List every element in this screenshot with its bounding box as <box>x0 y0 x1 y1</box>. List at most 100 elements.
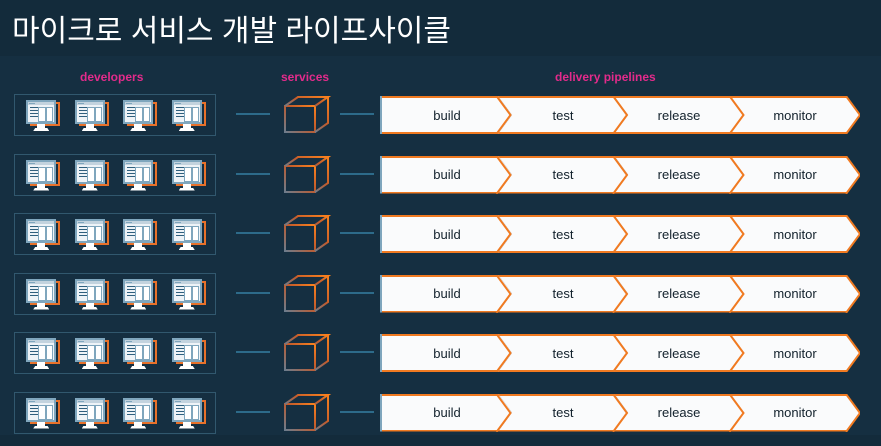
pipeline-stage-test[interactable]: test <box>498 394 628 432</box>
monitor-icon[interactable] <box>170 218 208 252</box>
pipeline-stage-test[interactable]: test <box>498 96 628 134</box>
monitor-stand-neck <box>85 183 94 188</box>
monitor-stand-neck <box>134 124 143 128</box>
monitor-icon[interactable] <box>170 337 208 371</box>
monitor-icon[interactable] <box>121 397 159 431</box>
connector-line-service-to-pipeline <box>340 410 374 413</box>
pipeline-stage-release[interactable]: release <box>614 394 744 432</box>
monitor-titlebar-dots <box>126 162 133 164</box>
monitor-icon[interactable] <box>121 159 159 193</box>
monitor-stand-base <box>178 187 195 191</box>
cube-icon[interactable] <box>282 95 334 135</box>
monitor-stand-base <box>81 128 98 131</box>
pipeline-stage-release[interactable]: release <box>614 215 744 253</box>
monitor-icon[interactable] <box>24 337 62 371</box>
monitor-panel-b <box>143 166 151 182</box>
monitor-titlebar <box>125 340 152 343</box>
pipeline-stage-monitor[interactable]: monitor <box>730 156 860 194</box>
stage-edge-bottom <box>730 251 860 253</box>
monitor-icon[interactable] <box>73 218 111 252</box>
pipeline-stage-monitor[interactable]: monitor <box>730 96 860 134</box>
monitor-stand-neck <box>134 421 143 426</box>
pipeline-stage-release[interactable]: release <box>614 334 744 372</box>
pipeline-stage-release[interactable]: release <box>614 156 744 194</box>
pipeline-stage-release[interactable]: release <box>614 275 744 313</box>
monitor-icon[interactable] <box>121 278 159 312</box>
developer-group-box[interactable] <box>14 153 216 196</box>
monitor-panel-b <box>191 107 199 122</box>
cube-icon[interactable] <box>282 393 334 433</box>
monitor-code-lines <box>127 285 141 298</box>
monitor-titlebar <box>173 102 200 105</box>
pipeline-stage-build[interactable]: build <box>380 96 512 134</box>
connector-line-service-to-pipeline <box>340 291 374 294</box>
monitor-icon[interactable] <box>24 99 62 133</box>
developer-group-box[interactable] <box>14 391 216 434</box>
pipeline-stage-monitor[interactable]: monitor <box>730 275 860 313</box>
pipeline-stage-label: monitor <box>773 286 817 301</box>
monitor-stand-neck <box>85 421 94 426</box>
monitor-screen <box>171 219 202 243</box>
stage-edge-bottom <box>498 370 628 372</box>
pipeline-stage-release[interactable]: release <box>614 96 744 134</box>
developer-group-box[interactable] <box>14 213 216 255</box>
pipeline-stage-build[interactable]: build <box>380 334 512 372</box>
stage-edge-bottom <box>614 132 744 134</box>
monitor-titlebar-dots <box>174 400 181 402</box>
monitor-panel-b <box>46 285 54 301</box>
monitor-stand-base <box>81 425 98 429</box>
monitor-icon[interactable] <box>121 99 159 133</box>
monitor-icon[interactable] <box>73 397 111 431</box>
developer-group-box[interactable] <box>14 332 216 374</box>
pipeline-stage-test[interactable]: test <box>498 215 628 253</box>
monitor-icon[interactable] <box>170 99 208 133</box>
monitor-icon[interactable] <box>121 337 159 371</box>
cube-icon[interactable] <box>282 274 334 314</box>
monitor-icon[interactable] <box>170 397 208 431</box>
cube-icon[interactable] <box>282 333 334 373</box>
monitor-icon[interactable] <box>24 278 62 312</box>
pipeline-stage-test[interactable]: test <box>498 275 628 313</box>
pipeline-stage-build[interactable]: build <box>380 275 512 313</box>
monitor-panel-b <box>94 166 102 182</box>
monitor-panel-a <box>135 345 144 360</box>
monitor-icon[interactable] <box>73 159 111 193</box>
monitor-icon[interactable] <box>24 159 62 193</box>
developer-group-box[interactable] <box>14 94 216 136</box>
monitor-titlebar-dots <box>29 341 36 342</box>
cube-icon[interactable] <box>282 214 334 254</box>
monitor-code-lines <box>175 166 189 179</box>
monitor-panel-a <box>38 107 47 122</box>
monitor-panel-a <box>183 285 192 301</box>
developer-group-box[interactable] <box>14 272 217 316</box>
stage-edge-bottom <box>498 430 628 432</box>
monitor-icon[interactable] <box>73 337 111 371</box>
stage-edge-top <box>730 215 860 217</box>
pipeline-stage-build[interactable]: build <box>380 215 512 253</box>
monitor-icon[interactable] <box>73 99 111 133</box>
pipeline-stage-build[interactable]: build <box>380 156 512 194</box>
developer-monitors <box>15 274 217 316</box>
monitor-stand-neck <box>182 243 191 247</box>
monitor-icon[interactable] <box>170 159 208 193</box>
monitor-icon[interactable] <box>170 278 208 312</box>
monitor-icon[interactable] <box>24 218 62 252</box>
monitor-titlebar <box>28 399 55 403</box>
pipeline-stage-test[interactable]: test <box>498 334 628 372</box>
monitor-icon[interactable] <box>24 397 62 431</box>
pipeline-stage-test[interactable]: test <box>498 156 628 194</box>
stage-edge-bottom <box>730 311 860 313</box>
pipeline-stage-monitor[interactable]: monitor <box>730 394 860 432</box>
pipeline-stage-monitor[interactable]: monitor <box>730 215 860 253</box>
pipeline-stage-monitor[interactable]: monitor <box>730 334 860 372</box>
pipeline-stage-label: build <box>433 405 461 420</box>
pipeline-stage-build[interactable]: build <box>380 394 512 432</box>
cube-icon[interactable] <box>282 155 334 195</box>
monitor-panel-a <box>183 107 192 122</box>
monitor-icon[interactable] <box>73 278 111 312</box>
monitor-panel-b <box>143 226 151 241</box>
monitor-icon[interactable] <box>121 218 159 252</box>
monitor-stand-base <box>81 187 98 191</box>
monitor-panel-b <box>94 107 102 122</box>
